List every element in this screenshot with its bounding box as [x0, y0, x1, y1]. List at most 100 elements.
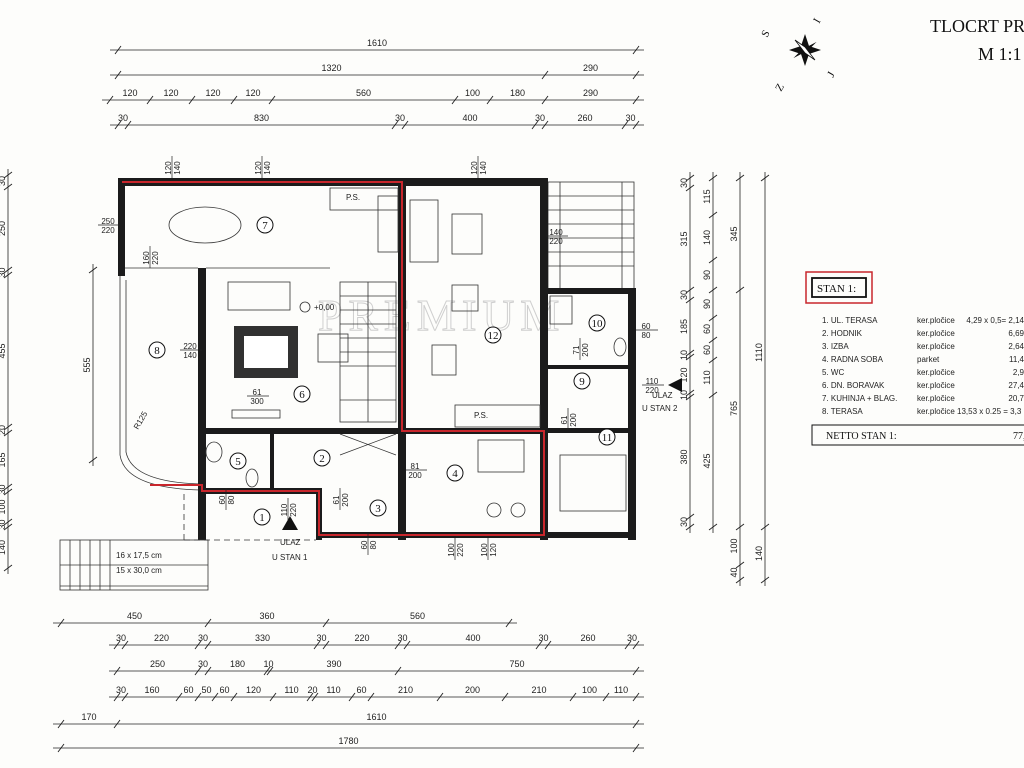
interior-stairs	[339, 281, 397, 456]
dimension-label: 180	[230, 659, 245, 669]
legend-heading-frame	[805, 271, 873, 304]
tv-unit	[231, 409, 281, 419]
dimension-tick	[57, 719, 65, 729]
bed	[559, 454, 627, 512]
toilet-2	[613, 337, 627, 357]
unit-1-outline	[122, 181, 545, 536]
dimension-label: 60	[219, 685, 229, 695]
entry-label: ULAZ	[280, 538, 301, 547]
dimension-tick	[322, 618, 330, 628]
dimension-tick	[685, 174, 695, 182]
dimension-label: 1320	[321, 63, 341, 73]
room-number-7: 7	[256, 216, 274, 234]
dimension-label: 250	[150, 659, 165, 669]
dimension-tick	[57, 743, 65, 753]
svg-text:200: 200	[569, 413, 578, 427]
dimension-tick	[505, 618, 513, 628]
dimension-label: 30	[397, 633, 407, 643]
dimension-label: 165	[0, 452, 7, 467]
dimension-tick	[204, 640, 212, 650]
dimension-row-bottom-5: 1780	[53, 736, 644, 753]
svg-text:80: 80	[227, 495, 236, 504]
legend-floor-type: ker.pločice	[917, 394, 955, 403]
dimension-row-top-0: 1610	[110, 38, 644, 55]
dimension-tick	[632, 692, 640, 702]
dimension-tick	[322, 640, 330, 650]
dimension-tick	[760, 576, 770, 584]
legend-room-name: 8. TERASA	[822, 407, 863, 416]
dimension-tick	[113, 719, 121, 729]
dimension-tick	[436, 692, 444, 702]
legend-room-name: 6. DN. BORAVAK	[822, 381, 885, 390]
dimension-tick	[735, 561, 745, 569]
legend-floor-type: ker.pločice 13,53 x 0.25 = 3,3	[917, 407, 1022, 416]
dimension-label: 290	[583, 88, 598, 98]
dimension-label: 10	[263, 659, 273, 669]
legend-floor-type: ker.pločice	[917, 316, 955, 325]
dimension-tick	[146, 95, 154, 105]
entry-sub-label: U STAN 1	[272, 553, 308, 562]
dimension-tick	[269, 692, 277, 702]
dimension-tick	[268, 95, 276, 105]
dimension-label: 60	[702, 324, 712, 334]
stair-riser-label: 16 x 17,5 cm	[116, 551, 162, 560]
dimension-label: 1780	[338, 736, 358, 746]
armchair	[317, 333, 349, 363]
dimension-tick	[708, 336, 718, 344]
level-marker	[299, 301, 311, 313]
legend-area: 11,4	[1009, 355, 1024, 364]
dimension-tick	[708, 523, 718, 531]
legend-floor-type: ker.pločice	[917, 342, 955, 351]
svg-text:200: 200	[408, 471, 422, 480]
dimension-tick	[306, 692, 314, 702]
legend-row: 8. TERASA ker.pločice 13,53 x 0.25 = 3,3	[822, 407, 1022, 416]
svg-text:60: 60	[360, 540, 369, 549]
dimension-label: 20	[307, 685, 317, 695]
sofa-2	[409, 199, 439, 263]
dimension-label: 90	[702, 299, 712, 309]
wall	[198, 268, 206, 540]
dimension-tick	[113, 640, 121, 650]
dimension-tick	[685, 393, 695, 401]
ps-label: P.S.	[346, 193, 360, 202]
dimension-tick	[685, 184, 695, 192]
dimension-tick	[531, 120, 539, 130]
dimension-tick	[230, 95, 238, 105]
dimension-label: 115	[702, 189, 712, 203]
svg-text:220: 220	[183, 342, 197, 351]
svg-text:100: 100	[480, 543, 489, 557]
svg-text:61: 61	[332, 495, 341, 504]
dimension-tick	[3, 429, 13, 437]
dining-table-2	[431, 344, 457, 376]
room-number-12: 12	[484, 326, 502, 344]
dimension-label: 140	[754, 546, 764, 561]
watermark: PREMIUM	[318, 291, 565, 340]
dimension-label: 345	[729, 226, 739, 241]
dimension-tick	[685, 523, 695, 531]
svg-text:10: 10	[592, 318, 604, 330]
dimension-label: 30	[679, 178, 689, 188]
dimension-label: 1610	[367, 38, 387, 48]
dimension-label: 425	[702, 453, 712, 468]
dimension-tick	[391, 120, 399, 130]
dimension-label: 30	[625, 113, 635, 123]
svg-text:1: 1	[259, 512, 265, 524]
dimension-tick	[708, 256, 718, 264]
dimension-tick	[230, 692, 238, 702]
